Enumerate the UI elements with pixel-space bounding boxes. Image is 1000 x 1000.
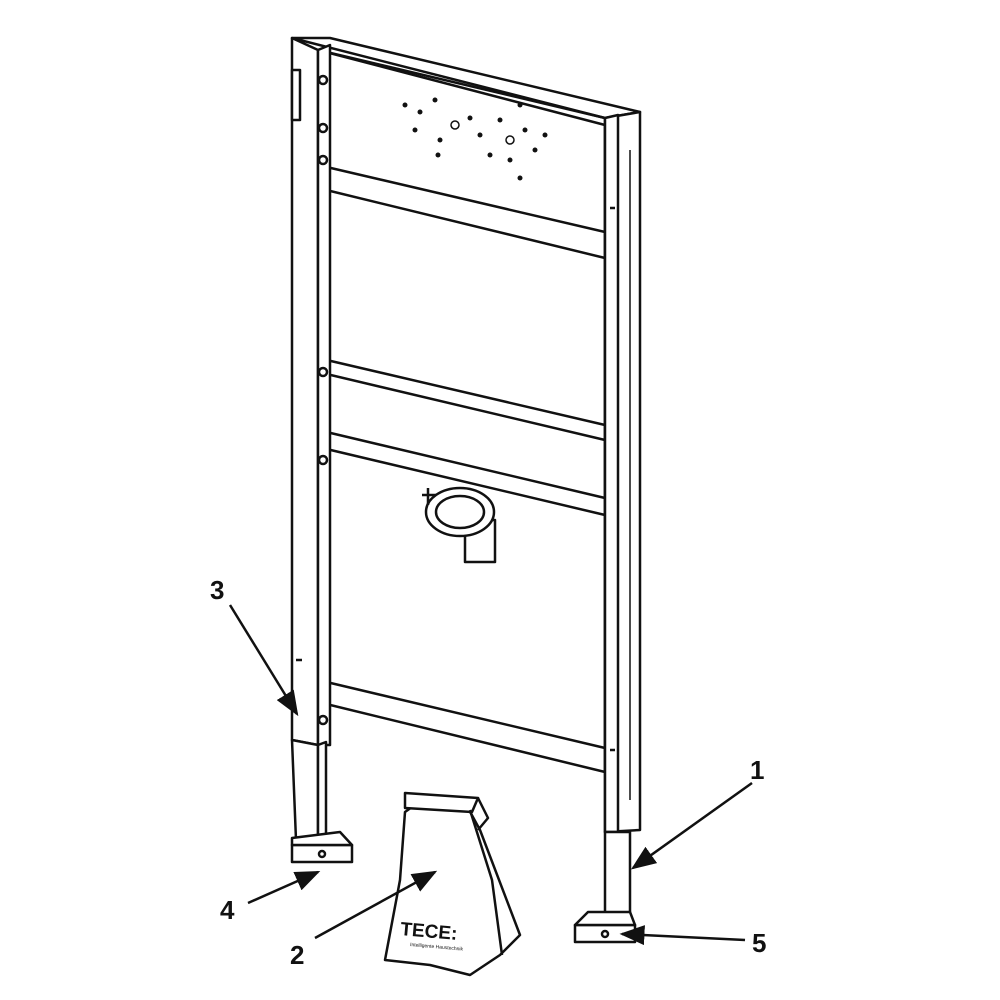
arrow-1 xyxy=(630,781,753,870)
arrow-4 xyxy=(247,870,321,905)
drain-elbow xyxy=(422,486,497,564)
callout-3: 3 xyxy=(210,575,225,605)
callout-4: 4 xyxy=(220,895,235,925)
arrow-2 xyxy=(314,870,438,940)
callout-5: 5 xyxy=(752,928,767,958)
fixing-kit-bag: TECE: Intelligente Haustechnik xyxy=(383,791,522,977)
bag-brand-logo: TECE: xyxy=(400,919,459,945)
bag-tagline: Intelligente Haustechnik xyxy=(410,942,464,953)
right-foot xyxy=(573,910,637,944)
callout-1: 1 xyxy=(750,755,765,785)
leader-arrows xyxy=(228,604,753,946)
mounting-holes xyxy=(402,97,548,181)
arrow-3 xyxy=(228,604,299,717)
left-foot xyxy=(290,830,354,864)
arrow-5 xyxy=(619,925,746,946)
right-post xyxy=(603,110,642,930)
left-post xyxy=(290,36,332,842)
callout-2: 2 xyxy=(290,940,305,970)
back-panel xyxy=(316,48,607,772)
